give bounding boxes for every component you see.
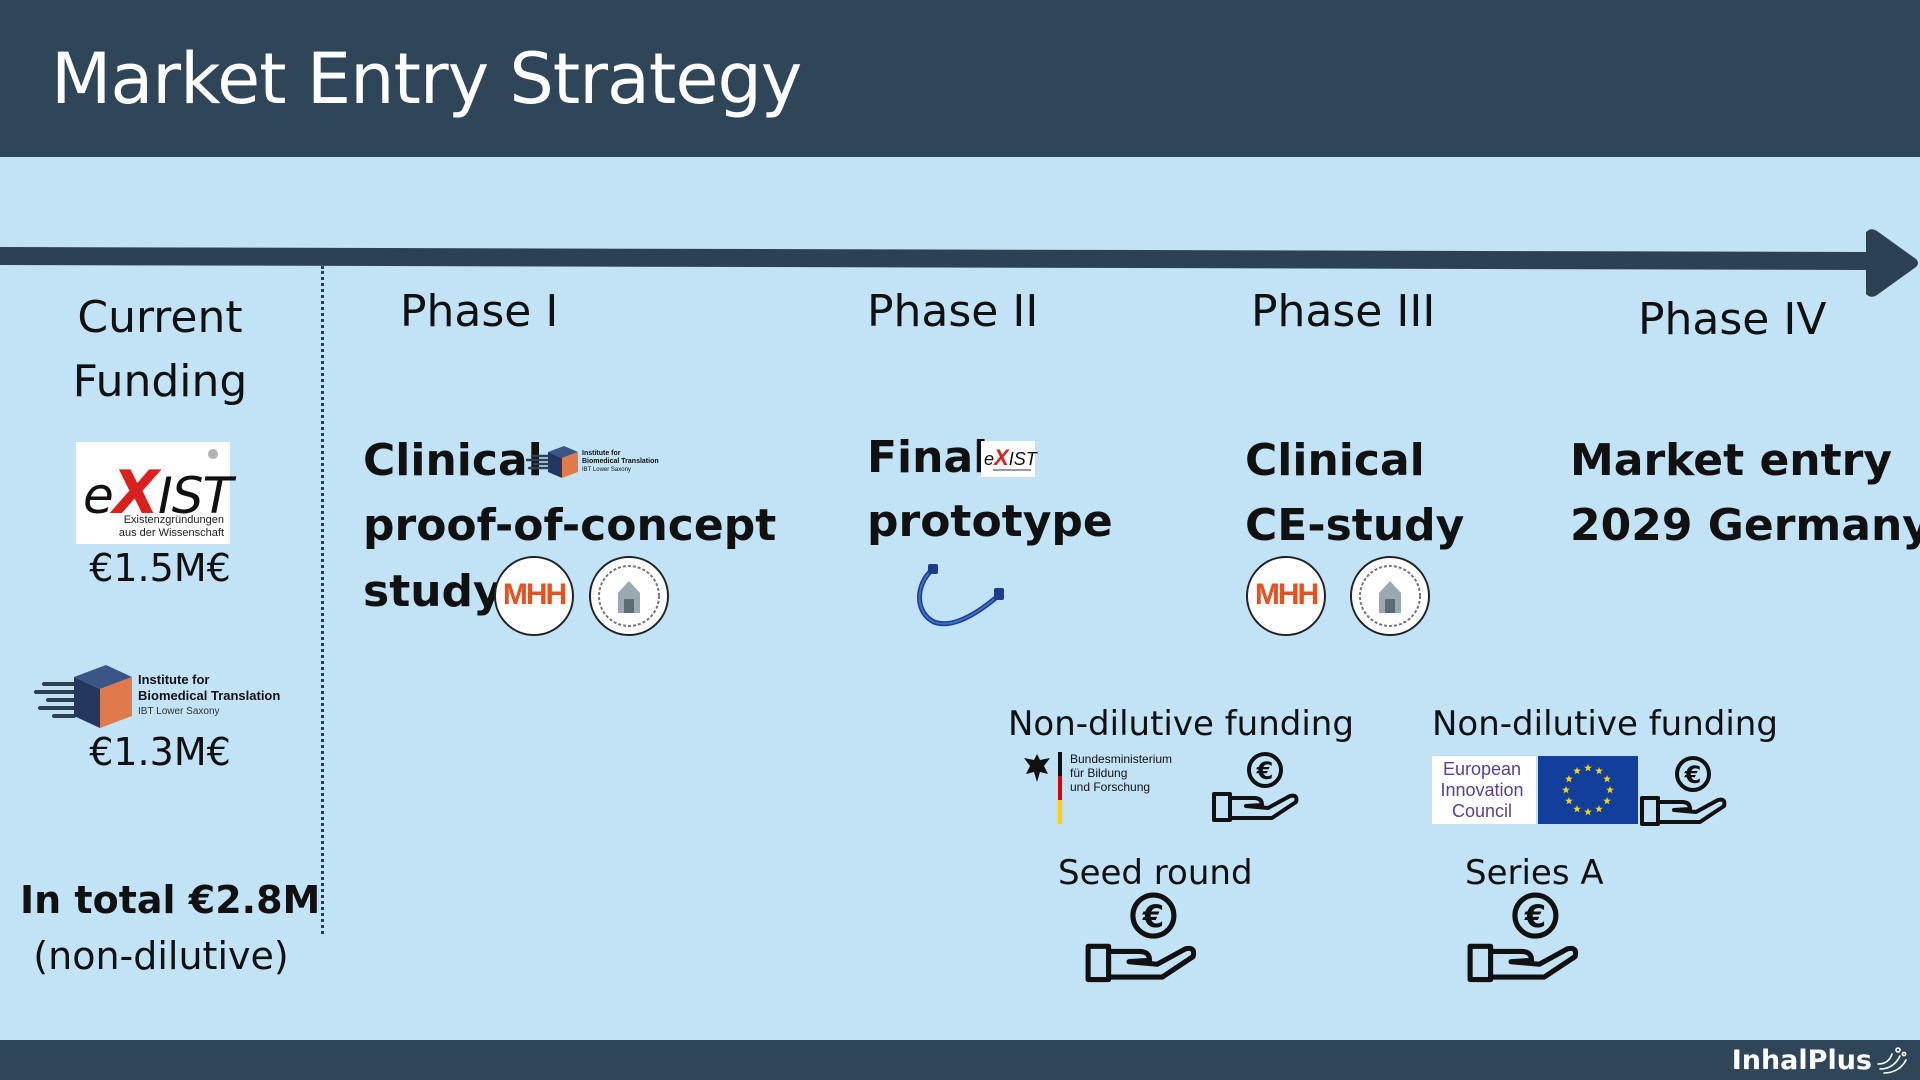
eu-star — [1573, 766, 1581, 775]
phase-3-line2: CE-study — [1245, 500, 1465, 551]
seed-round-label: Seed round — [1058, 853, 1253, 893]
ibt-small-logo: Institute for Biomedical Translation IBT… — [526, 444, 666, 480]
euro-hand-icon-nd1: € — [1210, 750, 1304, 829]
university-seal-icon — [1350, 556, 1430, 636]
exist-amount: €1.5M€ — [89, 546, 231, 590]
euro-hand-icon: € — [1085, 892, 1197, 983]
ibt-logo: Institute for Biomedical Translation IBT… — [34, 662, 294, 732]
series-a-label: Series A — [1465, 853, 1604, 893]
phase-2-line1: Final — [867, 432, 989, 483]
phase-4-label: Phase IV — [1638, 294, 1827, 345]
current-funding-divider — [321, 266, 324, 934]
eu-star — [1565, 775, 1573, 783]
exist-logo: eXIST Existenzgründungen aus der Wissens… — [76, 442, 233, 544]
bmbf-logo: Bundesministerium für Bildung und Forsch… — [1020, 750, 1180, 828]
mhh-logo-phase-3: MHH — [1246, 556, 1326, 636]
eagle-icon — [1024, 754, 1050, 782]
eu-star — [1603, 797, 1611, 805]
device-icon — [917, 564, 1004, 627]
current-funding-heading: Current Funding — [72, 292, 248, 407]
total-funding-note: (non-dilutive) — [33, 934, 289, 978]
euro-hand-icon: € — [1640, 756, 1727, 826]
eu-star — [1595, 766, 1603, 775]
phase-1-line1: Clinical — [363, 435, 543, 486]
eu-star — [1584, 764, 1592, 772]
euro-hand-icon-seed: € — [1083, 890, 1203, 991]
exist-small-logo: eXIST — [981, 441, 1037, 477]
phase-1-line2: proof-of-concept — [363, 500, 777, 551]
phase-3-line1: Clinical — [1245, 435, 1425, 486]
eu-flag-icon — [1538, 756, 1638, 824]
svg-text:€: € — [1684, 761, 1702, 789]
euro-hand-icon-series-a: € — [1465, 890, 1585, 991]
ibt-amount: €1.3M€ — [89, 730, 231, 774]
eu-star — [1595, 805, 1603, 813]
non-dilutive-funding-label-1: Non-dilutive funding — [1008, 704, 1354, 744]
eu-star — [1603, 775, 1611, 783]
svg-text:€: € — [1256, 757, 1274, 785]
phase-2-label: Phase II — [867, 286, 1039, 337]
page-title: Market Entry Strategy — [51, 38, 802, 120]
eu-star — [1584, 808, 1592, 816]
eic-logo: European Innovation Council — [1432, 756, 1638, 824]
phase-2-line2: prototype — [867, 496, 1113, 547]
university-seal-icon — [589, 556, 669, 636]
mhh-logo: MHH — [494, 556, 574, 636]
euro-hand-icon-nd2: € — [1638, 754, 1732, 833]
eu-star — [1562, 786, 1570, 794]
non-dilutive-funding-label-2: Non-dilutive funding — [1432, 704, 1778, 744]
phase-4-line1: Market entry — [1570, 435, 1893, 486]
svg-text:€: € — [1142, 899, 1164, 935]
phase-1-line3: study — [363, 566, 502, 617]
euro-hand-icon: € — [1467, 892, 1579, 983]
phase-3-label: Phase III — [1251, 286, 1436, 337]
brand-logo: InhalPlus — [1731, 1045, 1872, 1076]
eu-star — [1573, 805, 1581, 813]
brand-icon — [1877, 1047, 1907, 1074]
euro-hand-icon: € — [1212, 752, 1299, 822]
total-funding: In total €2.8M — [20, 878, 321, 922]
phase-4-line2: 2029 Germany — [1570, 500, 1920, 551]
eu-star — [1606, 786, 1614, 794]
footer-bar: InhalPlus — [0, 1040, 1920, 1080]
eu-star — [1565, 797, 1573, 805]
header-bar: Market Entry Strategy — [0, 0, 1920, 157]
timeline-arrow — [0, 229, 1918, 297]
phase-1-label: Phase I — [400, 286, 559, 337]
svg-text:€: € — [1524, 899, 1546, 935]
